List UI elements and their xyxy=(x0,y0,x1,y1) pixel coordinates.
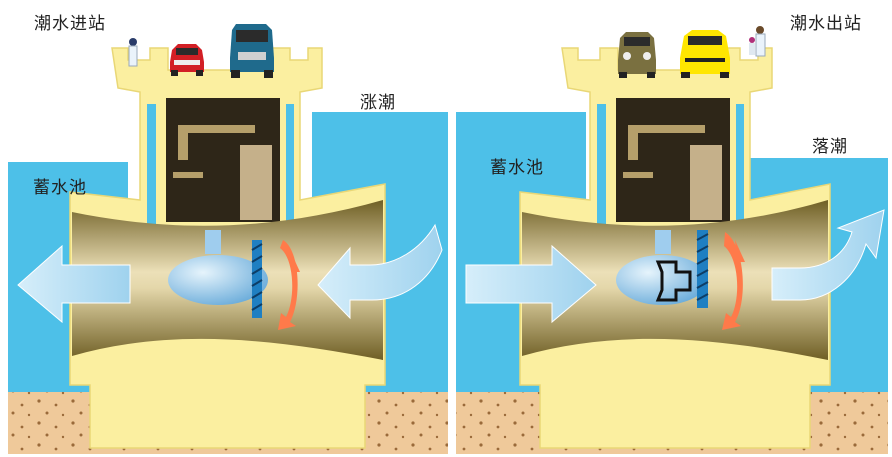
pipe-right-b xyxy=(623,172,653,178)
generator-block-right xyxy=(690,145,722,220)
red-car-icon xyxy=(170,44,204,76)
turbine-shaft-left xyxy=(205,230,221,254)
gate-right xyxy=(697,230,708,308)
turbine-left xyxy=(168,255,268,305)
gate-left xyxy=(252,240,262,318)
rotation-arrowhead-right xyxy=(735,240,745,262)
gate-slot-left-a xyxy=(147,104,156,234)
person-icon xyxy=(128,38,138,67)
generator-block-left xyxy=(240,145,272,220)
gate-slot-right-b xyxy=(735,104,744,234)
outgoing-tide-panel xyxy=(456,26,888,454)
inflow-arrow-left xyxy=(317,223,443,320)
reservoir-label-left: 蓄水池 xyxy=(33,178,87,198)
rotation-arrowhead-left xyxy=(290,250,300,272)
olive-car-icon xyxy=(618,32,656,78)
person-icon xyxy=(749,26,766,57)
incoming-tide-station-title: 潮水进站 xyxy=(34,14,106,34)
outgoing-tide-station-title: 潮水出站 xyxy=(790,14,862,34)
pipe-left-b xyxy=(173,172,203,178)
pipe-right xyxy=(628,125,705,160)
outflow-arrow-left xyxy=(17,244,131,324)
pipe-left xyxy=(178,125,255,160)
falling-tide-label: 落潮 xyxy=(812,137,848,157)
reservoir-label-right: 蓄水池 xyxy=(490,158,544,178)
gate-slot-left-b xyxy=(285,104,294,234)
incoming-tide-panel xyxy=(8,24,448,454)
inflow-arrow-right xyxy=(465,244,597,324)
blue-van-icon xyxy=(230,24,274,78)
turbine-shaft-right xyxy=(655,230,671,254)
gate-slot-right-a xyxy=(597,104,606,234)
yellow-car-icon xyxy=(680,30,730,78)
outflow-arrow-right xyxy=(771,209,885,301)
rising-tide-label: 涨潮 xyxy=(360,93,396,113)
